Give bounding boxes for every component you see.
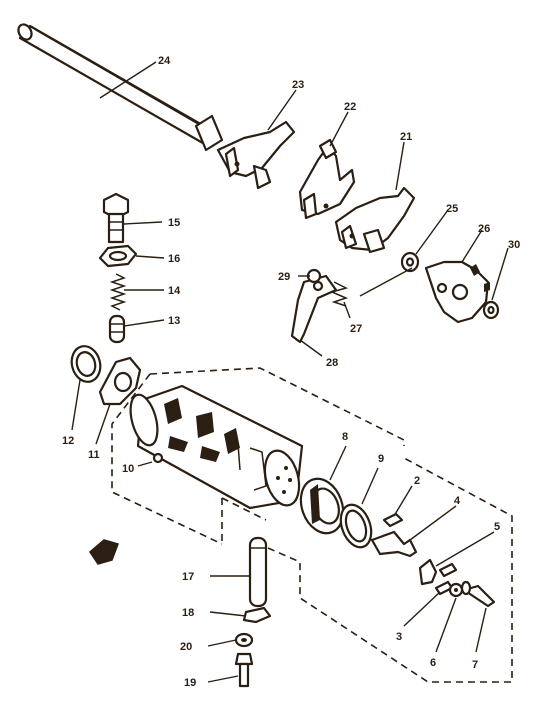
callouts: 24 23 22 21 25 26 30 15 16 14 13 29 27 2…: [62, 55, 520, 689]
stopper-plate: [98, 244, 138, 268]
callout-14: 14: [168, 285, 181, 297]
assembly-outline: [111, 367, 513, 683]
callout-18: 18: [182, 607, 194, 619]
stopper-spring-27: [329, 281, 349, 307]
callout-11: 11: [88, 449, 100, 461]
callout-3: 3: [396, 631, 402, 643]
stopper-spring: [109, 273, 127, 311]
shift-drum: [129, 384, 304, 510]
callout-22: 22: [344, 101, 356, 113]
callout-2: 2: [414, 475, 420, 487]
loose-plate: [89, 539, 119, 565]
callout-29: 29: [278, 271, 290, 283]
callout-19: 19: [184, 677, 196, 689]
callout-8: 8: [342, 431, 348, 443]
pin-2: [382, 512, 404, 528]
callout-21: 21: [400, 131, 412, 143]
callout-27: 27: [350, 323, 362, 335]
stopper-lever: [290, 268, 338, 344]
callout-24: 24: [158, 55, 171, 67]
circlip-12: [70, 345, 102, 383]
callout-6: 6: [430, 657, 436, 669]
callout-15: 15: [168, 217, 180, 229]
leader-lines: [71, 61, 509, 683]
washer-20: [234, 632, 254, 648]
plate-18: [242, 606, 272, 624]
bolt-19: [234, 652, 254, 688]
pin-17: [248, 536, 268, 608]
plate-5: [418, 558, 438, 586]
retainer-11: [98, 356, 142, 406]
cam-4: [370, 530, 418, 558]
callout-20: 20: [180, 641, 192, 653]
stopper-bolt: [102, 192, 130, 244]
screw-7: [460, 580, 496, 608]
callout-28: 28: [326, 357, 338, 369]
callout-10: 10: [122, 463, 134, 475]
callout-17: 17: [182, 571, 194, 583]
stopper-pin: [108, 314, 126, 344]
washer-6: [448, 582, 464, 598]
callout-4: 4: [454, 495, 461, 507]
callout-12: 12: [62, 435, 74, 447]
callout-5: 5: [494, 521, 500, 533]
segment-assembly: [400, 251, 500, 324]
callout-26: 26: [478, 223, 490, 235]
callout-16: 16: [168, 253, 180, 265]
circlip-9: [339, 503, 373, 549]
bearing-8: [299, 477, 345, 535]
callout-13: 13: [168, 315, 180, 327]
callout-30: 30: [508, 239, 520, 251]
callout-25: 25: [446, 203, 458, 215]
shift-fork-21: [334, 186, 416, 254]
shift-fork-22: [298, 138, 356, 220]
callout-7: 7: [472, 659, 478, 671]
callout-23: 23: [292, 79, 304, 91]
callout-9: 9: [378, 453, 384, 465]
pin-3: [434, 562, 458, 596]
shift-fork-23: [216, 120, 296, 190]
